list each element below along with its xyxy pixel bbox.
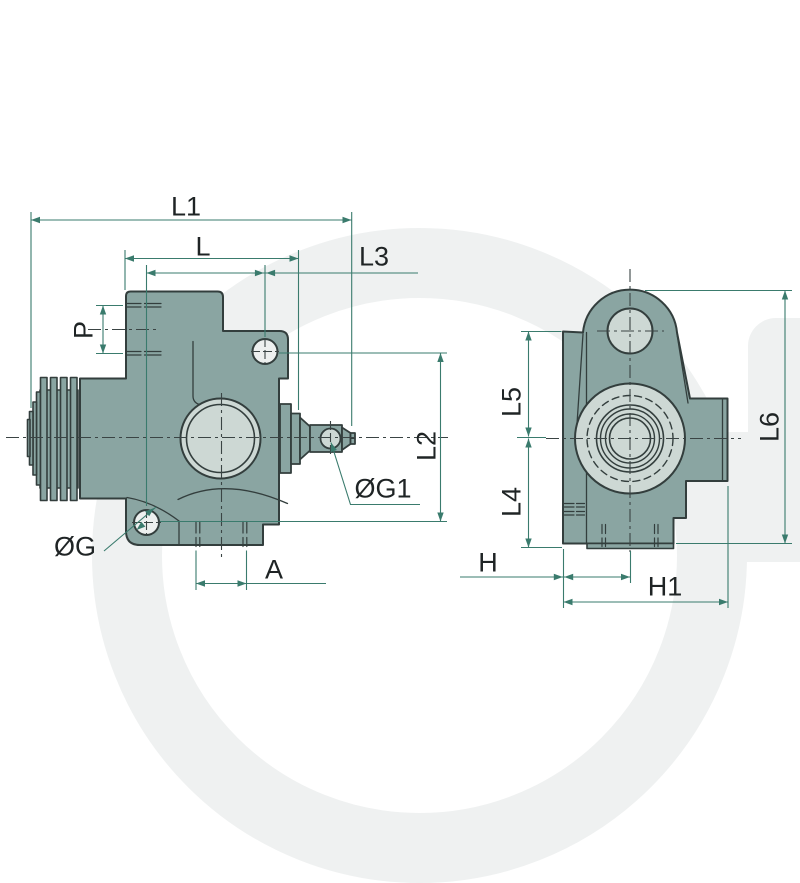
side-bottom-port-threads	[601, 523, 659, 548]
dim-label-l6: L6	[754, 411, 785, 443]
drawing-canvas: L1 L L3 P ØG A ØG1 L2 L5 L4 L6 H H1	[6, 191, 800, 883]
side-column-port-threads	[563, 502, 586, 516]
front-view-body	[79, 290, 289, 546]
centerlines	[6, 269, 741, 561]
side-view	[562, 288, 729, 550]
front-view-shaft	[279, 403, 356, 474]
dim-label-og: ØG	[53, 531, 97, 562]
dim-label-h: H	[478, 547, 498, 578]
dim-label-l1: L1	[170, 191, 202, 222]
drawing-svg	[6, 212, 792, 608]
front-bottom-port-threads	[195, 520, 248, 548]
leader-OG1	[330, 442, 420, 506]
front-view-interior-edges	[126, 340, 289, 546]
dim-label-a: A	[264, 554, 284, 585]
front-port-bore-inner	[185, 403, 256, 474]
top-screw-cross	[251, 338, 279, 365]
dim-label-h1: H1	[647, 571, 683, 602]
front-port-bore-outer	[179, 397, 262, 480]
leader-OG	[103, 506, 157, 552]
dim-label-l5: L5	[496, 386, 527, 418]
arrowheads	[31, 216, 789, 606]
dimensions	[30, 212, 792, 608]
watermark-g-blob	[748, 318, 800, 434]
dim-label-l2: L2	[411, 430, 442, 462]
front-view	[26, 290, 356, 548]
dim-label-l: L	[195, 231, 211, 262]
front-side-port-threads	[125, 302, 162, 356]
dim-label-p: P	[68, 320, 99, 340]
dimension-lines	[31, 219, 786, 603]
dim-label-og1: ØG1	[354, 473, 412, 504]
dim-label-l4: L4	[496, 486, 527, 518]
extension-lines	[30, 212, 792, 608]
front-view-fins	[26, 376, 79, 502]
dim-label-l3: L3	[358, 241, 390, 272]
